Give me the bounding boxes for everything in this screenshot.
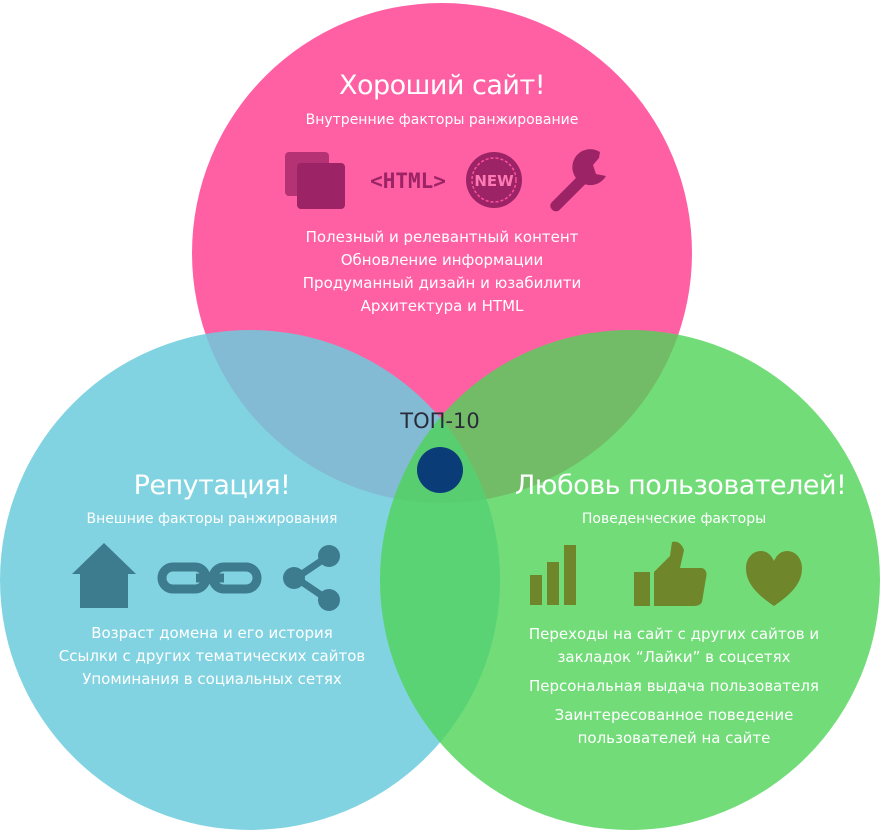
chain-link-icon [157, 562, 262, 594]
heart-icon [746, 550, 802, 606]
wrench-icon [550, 149, 606, 212]
list-item: Продуманный дизайн и юзабилити [302, 274, 582, 292]
share-icon [283, 545, 340, 611]
user-love-title: Любовь пользователей! [515, 470, 847, 501]
list-item: Обновление информации [340, 251, 544, 269]
list-item: Архитектура и HTML [360, 297, 524, 315]
svg-text:<HTML>: <HTML> [370, 169, 446, 193]
list-item: Заинтересованное поведение [554, 706, 794, 724]
html-tag-icon: <HTML> [370, 169, 446, 193]
center-dot [417, 447, 463, 493]
thumbs-up-icon [634, 541, 707, 606]
good-site-subtitle: Внутренние факторы ранжирование [305, 112, 579, 128]
center-label: ТОП-10 [400, 409, 480, 433]
reputation-items: Возраст домена и его история Ссылки с др… [32, 622, 392, 691]
good-site-items: Полезный и релевантный контент Обновлени… [262, 226, 622, 318]
list-item: Возраст домена и его история [91, 624, 333, 642]
reputation-title: Репутация! [133, 470, 291, 501]
circle-user-love [380, 330, 880, 830]
list-item: пользователей на сайте [577, 729, 771, 747]
list-item: Упоминания в социальных сетях [82, 670, 342, 688]
user-love-items: Переходы на сайт с других сайтов и закла… [494, 623, 854, 750]
list-item: закладок “Лайки” в соцсетях [557, 648, 791, 666]
reputation-subtitle: Внешние факторы ранжирования [86, 511, 338, 527]
svg-text:NEW: NEW [474, 172, 514, 190]
new-badge-icon: NEW [466, 152, 522, 208]
good-site-title: Хороший сайт! [338, 70, 546, 101]
list-item: Полезный и релевантный контент [305, 228, 579, 246]
user-love-subtitle: Поведенческие факторы [581, 511, 767, 527]
list-item: Переходы на сайт с других сайтов и [528, 625, 820, 643]
house-icon [72, 543, 136, 608]
bar-chart-icon [530, 545, 576, 605]
circle-reputation [0, 330, 500, 830]
pages-icon [285, 152, 345, 209]
list-item: Персональная выдача пользователя [529, 677, 819, 695]
list-item: Ссылки с других тематических сайтов [58, 647, 366, 665]
